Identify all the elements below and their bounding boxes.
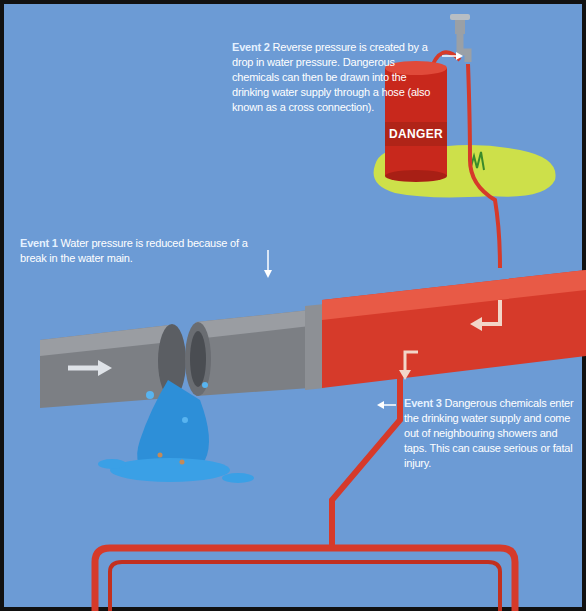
- event-heading: Event 1: [20, 237, 58, 249]
- can-label: DANGER: [389, 127, 443, 141]
- event-3-note: Event 3 Dangerous chemicals enter the dr…: [404, 396, 574, 471]
- event-heading: Event 2: [232, 41, 270, 53]
- event-2-note: Event 2 Reverse pressure is created by a…: [232, 40, 432, 115]
- event-heading: Event 3: [404, 397, 442, 409]
- event-1-note: Event 1 Water pressure is reduced becaus…: [20, 236, 270, 266]
